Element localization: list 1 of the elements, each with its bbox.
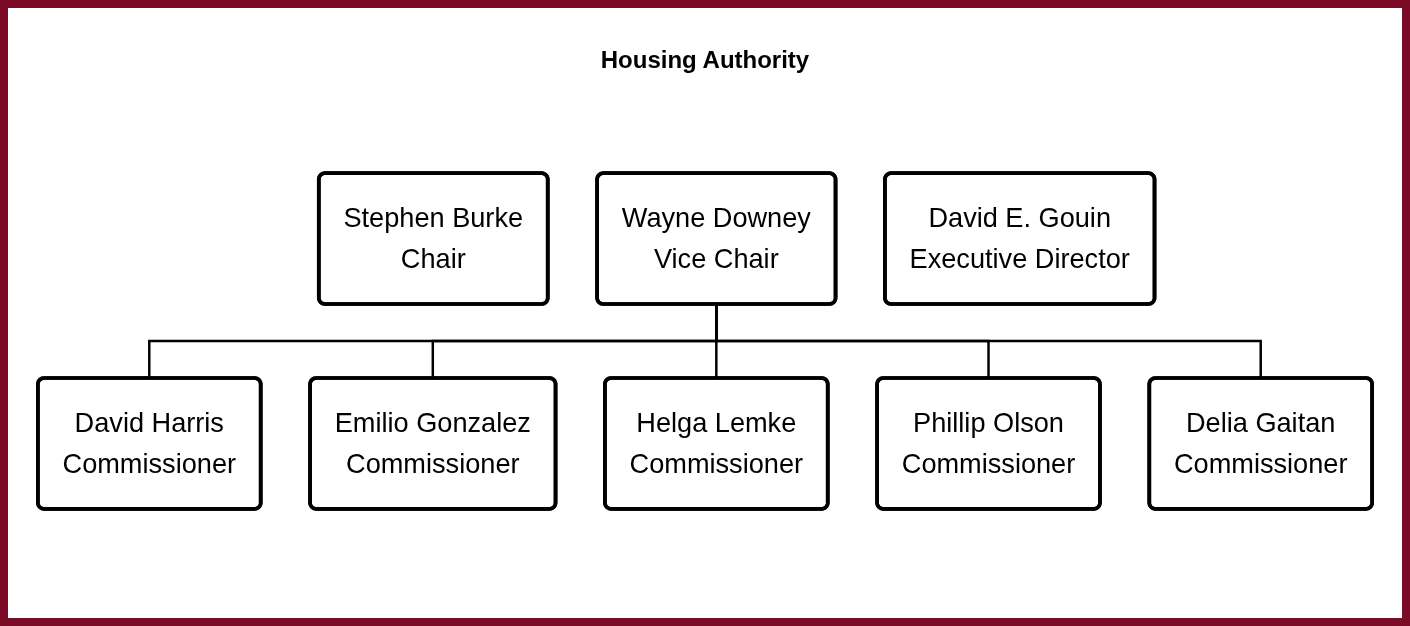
diagram-title: Housing Authority: [600, 46, 810, 74]
